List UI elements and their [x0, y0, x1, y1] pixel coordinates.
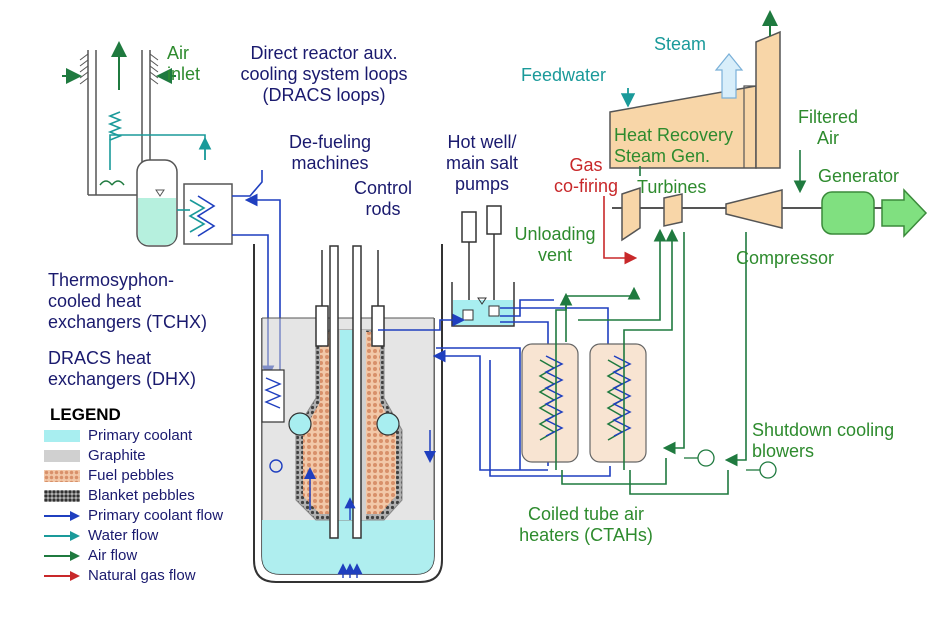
power-output-arrow	[881, 188, 928, 238]
arrow-right-icon	[44, 551, 80, 561]
hrsg	[609, 10, 781, 169]
compressor-body	[725, 189, 783, 229]
turbine-2	[663, 193, 683, 227]
tchx-box	[177, 183, 233, 245]
legend-swatch	[44, 470, 80, 482]
legend-swatch	[44, 490, 80, 502]
generator-label: Generator	[818, 166, 900, 186]
legend-swatch	[44, 430, 80, 442]
legend-title: LEGEND	[50, 405, 121, 424]
reactor-vessel	[253, 244, 443, 583]
dracs-loops-label: Direct reactor aux.cooling system loops(…	[240, 43, 408, 105]
steam-label: Steam	[654, 34, 707, 54]
water-tank	[136, 159, 178, 247]
turbine-1	[621, 186, 641, 242]
turbines-label: Turbines	[637, 177, 707, 197]
arrow-right-icon	[44, 511, 80, 521]
air-loop	[555, 228, 777, 495]
power-train	[603, 150, 928, 265]
generator-body	[821, 191, 875, 235]
arrow-right-icon	[44, 531, 80, 541]
legend-swatch	[44, 450, 80, 462]
hot-well-pumps	[451, 205, 515, 327]
arrow-right-icon	[44, 571, 80, 581]
compressor-label: Compressor	[736, 248, 835, 268]
ctah-units	[521, 343, 647, 463]
feedwater-label: Feedwater	[521, 65, 607, 85]
tchx-air-stack	[62, 41, 212, 196]
